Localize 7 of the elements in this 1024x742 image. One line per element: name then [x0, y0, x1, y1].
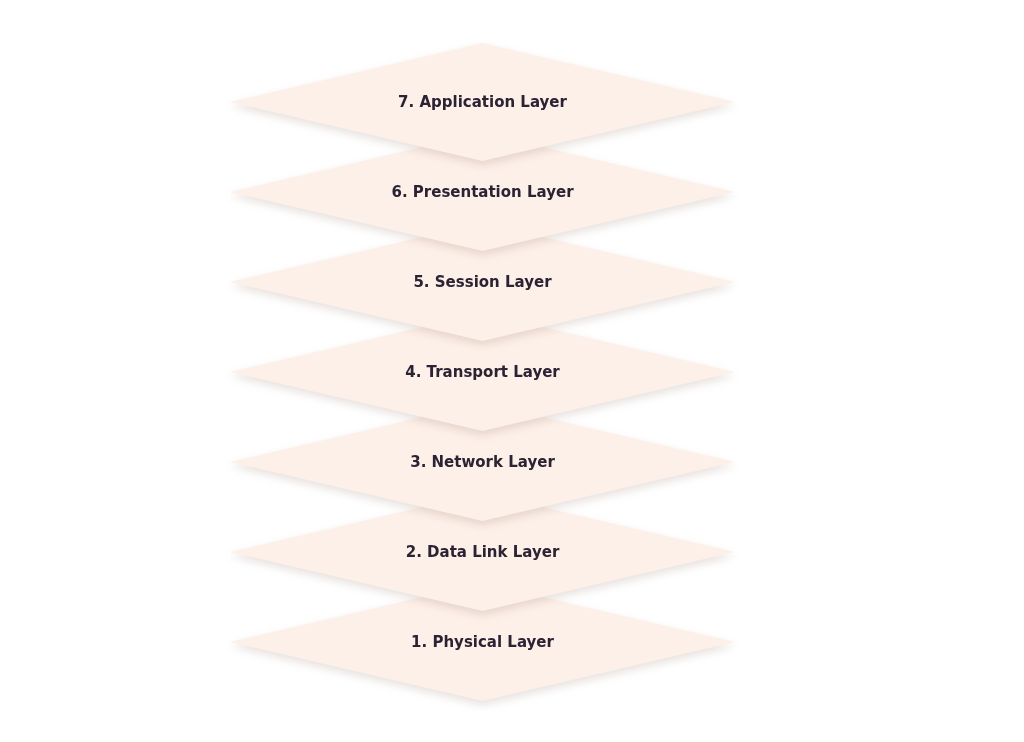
layer-label: 3. Network Layer — [410, 453, 555, 471]
layer-label: 6. Presentation Layer — [391, 183, 574, 201]
layer-label: 5. Session Layer — [413, 273, 552, 291]
layer-label: 7. Application Layer — [398, 93, 567, 111]
layer-label: 4. Transport Layer — [405, 363, 560, 381]
layer-label: 2. Data Link Layer — [405, 543, 560, 561]
layer-label: 1. Physical Layer — [411, 633, 554, 651]
